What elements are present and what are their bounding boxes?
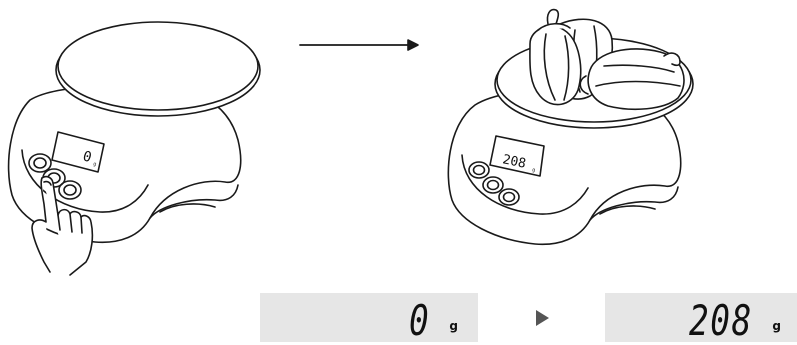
display-before-reading: 0	[409, 300, 430, 342]
display-before: 0 g	[260, 293, 478, 342]
scale-left-button-3[interactable]	[59, 181, 81, 199]
scale-right-button-1[interactable]	[469, 162, 489, 178]
display-after: 208 g	[605, 293, 797, 342]
display-after-unit: g	[772, 319, 781, 333]
pointing-hand-icon	[32, 177, 92, 275]
bell-pepper-icon	[530, 10, 684, 110]
scale-left: 0 g	[9, 22, 260, 242]
play-triangle-icon	[536, 310, 549, 326]
scale-left-display	[52, 132, 104, 172]
scale-left-unit: g	[92, 161, 96, 168]
scale-left-reading: 0	[81, 148, 93, 166]
scale-left-platter	[58, 22, 258, 110]
scale-right-unit: g	[532, 167, 536, 173]
display-before-unit: g	[449, 319, 458, 333]
display-after-reading: 208	[689, 300, 753, 342]
scale-right-button-3[interactable]	[499, 189, 519, 205]
scale-right-button-2[interactable]	[483, 177, 503, 193]
right-arrow-icon	[300, 40, 418, 50]
scale-left-button-1[interactable]	[29, 154, 51, 172]
